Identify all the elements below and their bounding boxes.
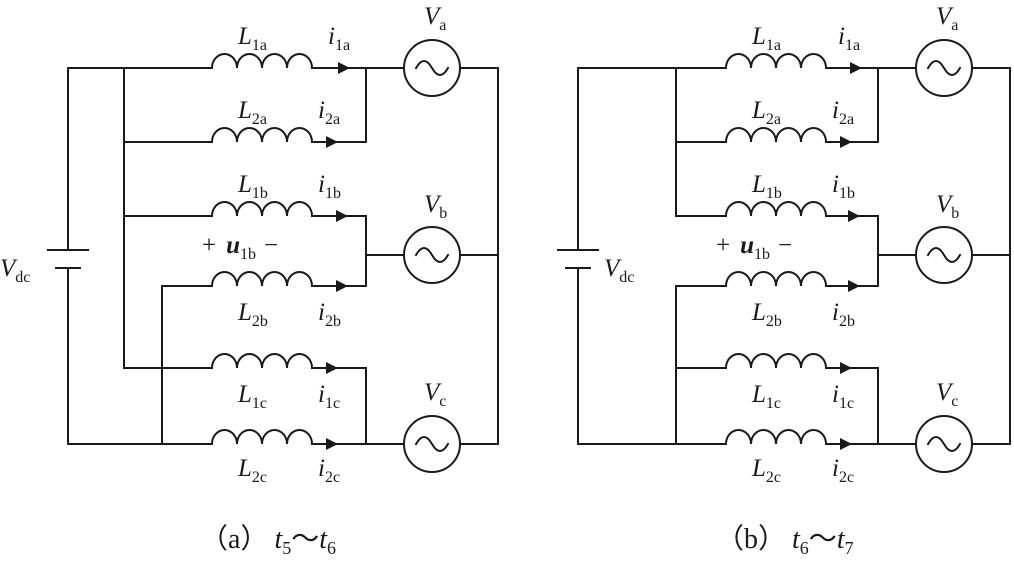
source-label-va-b: Va [936, 3, 958, 34]
inductor-coil-2c-b [725, 429, 827, 445]
source-label-va-a: Va [424, 3, 446, 34]
inductor-label-2a-a: L2a [237, 97, 267, 128]
current-arrow-1c-b [840, 362, 852, 374]
inductor-coil-1b-a [211, 201, 313, 217]
inductor-coil-2a-b [725, 127, 827, 143]
current-label-2b-a: i2b [318, 299, 341, 330]
current-arrow-1b-a [336, 210, 348, 222]
current-label-1c-a: i1c [318, 381, 340, 412]
current-arrow-1a-a [338, 62, 350, 74]
source-label-vc-a: Vc [424, 379, 446, 410]
ac-source-b-a [403, 226, 461, 284]
inductor-label-2c-b: L2c [751, 455, 781, 486]
current-arrow-1a-b [850, 62, 862, 74]
inductor-label-1b-b: L1b [751, 171, 782, 202]
inductor-label-2b-a: L2b [237, 299, 268, 330]
vdc-label-a: Vdc [0, 255, 30, 286]
inductor-label-1a-b: L1a [751, 23, 781, 54]
current-arrow-1c-a [326, 362, 338, 374]
dc-source-a [47, 67, 89, 445]
inductor-label-1b-a: L1b [237, 171, 268, 202]
current-arrow-2c-a [326, 438, 338, 450]
voltage-label-u1b-b: +u1b− [716, 232, 792, 263]
current-arrow-2a-b [840, 136, 852, 148]
inductor-coil-1c-a [211, 353, 313, 369]
current-arrow-2b-b [848, 280, 860, 292]
current-arrow-2c-b [840, 438, 852, 450]
vdc-label-b: Vdc [604, 255, 634, 286]
ac-source-a-b [915, 39, 973, 97]
inductor-coil-2b-b [725, 271, 827, 287]
inductor-coil-2b-a [211, 271, 313, 287]
dc-source-b [557, 67, 599, 445]
caption-b: （b）t6～t7 [716, 523, 854, 558]
ac-source-c-a [403, 415, 461, 473]
current-arrow-2a-a [326, 136, 338, 148]
current-label-2a-b: i2a [832, 97, 854, 128]
current-arrow-1b-b [848, 210, 860, 222]
panel-b: Vdc [557, 3, 1011, 558]
inductor-coil-1a-a [211, 53, 313, 69]
voltage-label-u1b-a: +u1b− [202, 232, 278, 263]
inductor-coil-1c-b [725, 353, 827, 369]
current-label-1a-b: i1a [838, 23, 860, 54]
inductor-coil-2a-a [211, 127, 313, 143]
ac-source-c-b [915, 415, 973, 473]
inductor-label-1a-a: L1a [237, 23, 267, 54]
current-label-1b-a: i1b [318, 171, 341, 202]
ac-source-a-a [403, 39, 461, 97]
current-label-1c-b: i1c [832, 381, 854, 412]
current-label-1a-a: i1a [328, 23, 350, 54]
inductor-coil-2c-a [211, 429, 313, 445]
caption-a: （a）t5～t6 [200, 523, 336, 558]
current-label-2c-b: i2c [832, 455, 854, 486]
inductor-label-1c-a: L1c [237, 381, 267, 412]
inductor-label-2c-a: L2c [237, 455, 267, 486]
source-label-vb-a: Vb [424, 191, 447, 222]
source-label-vc-b: Vc [936, 379, 958, 410]
current-label-2a-a: i2a [318, 97, 340, 128]
ac-source-b-b [915, 226, 973, 284]
current-arrow-2b-a [336, 280, 348, 292]
current-label-1b-b: i1b [832, 171, 855, 202]
current-label-2b-b: i2b [832, 299, 855, 330]
source-label-vb-b: Vb [936, 191, 959, 222]
current-label-2c-a: i2c [318, 455, 340, 486]
inductor-label-2b-b: L2b [751, 299, 782, 330]
inductor-coil-1b-b [725, 201, 827, 217]
inductor-coil-1a-b [725, 53, 827, 69]
panel-a: Vdc [0, 3, 499, 558]
inductor-label-2a-b: L2a [751, 97, 781, 128]
inductor-label-1c-b: L1c [751, 381, 781, 412]
